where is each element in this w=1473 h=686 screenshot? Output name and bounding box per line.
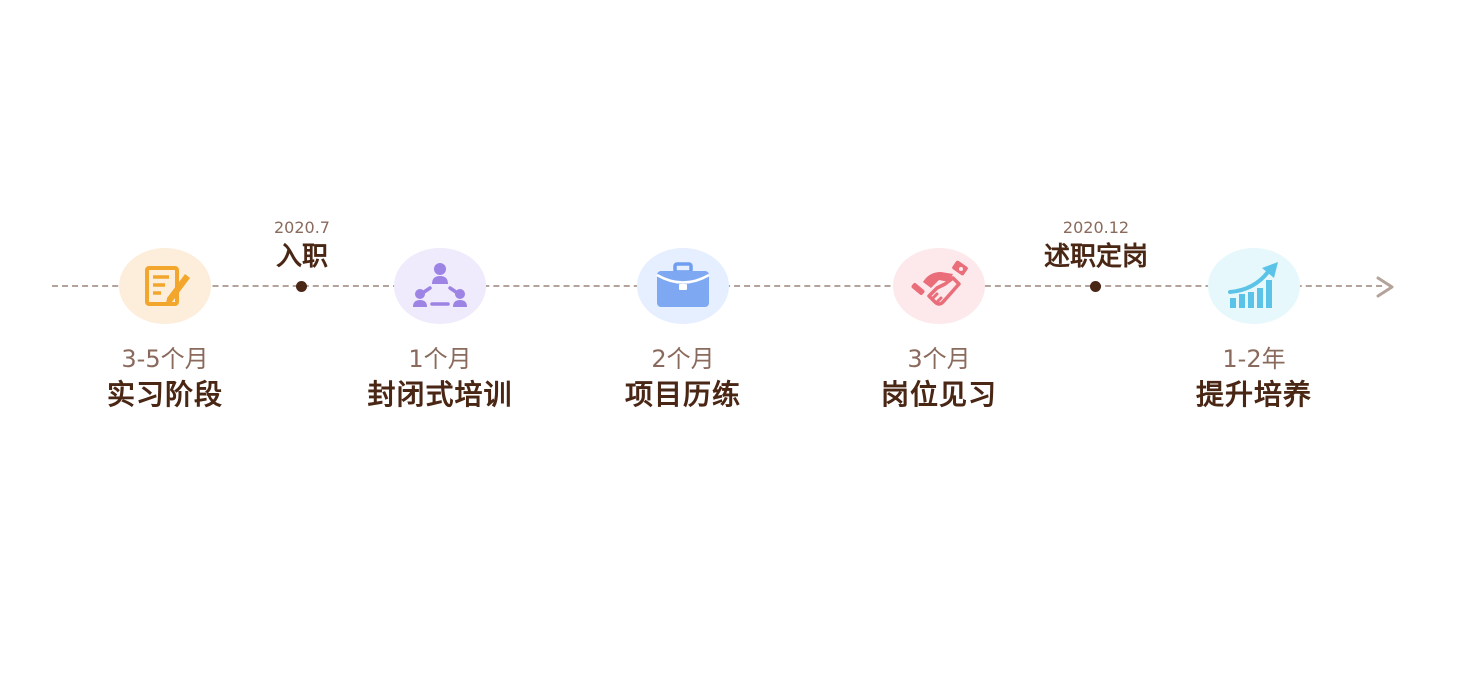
- milestone-label-onboarding: 入职: [275, 242, 328, 272]
- stage-title: 岗位见习: [880, 378, 997, 411]
- stage-icon-bg: [394, 248, 486, 324]
- growth-chart-icon: [1228, 262, 1278, 308]
- handshake-icon: [911, 260, 968, 306]
- stage-internship: 3-5个月 实习阶段: [45, 248, 285, 412]
- milestone-dot-onboarding: [296, 281, 307, 292]
- stage-icon-bg: [637, 248, 729, 324]
- stage-closed-training: 1个月 封闭式培训: [320, 248, 560, 412]
- stage-duration: 1个月: [408, 345, 472, 373]
- team-network-icon: [413, 263, 467, 307]
- stage-job-shadowing: 3个月 岗位见习: [819, 248, 1059, 412]
- stage-duration: 1-2年: [1222, 345, 1286, 373]
- briefcase-icon: [656, 262, 710, 307]
- stage-duration: 3-5个月: [121, 345, 209, 373]
- milestone-date-onboarding: 2020.7: [274, 218, 330, 237]
- edit-note-icon: [145, 266, 190, 306]
- stage-duration: 2个月: [651, 345, 715, 373]
- stage-project-practice: 2个月 项目历练: [563, 248, 803, 412]
- milestone-date-review: 2020.12: [1062, 218, 1130, 237]
- stage-duration: 3个月: [907, 345, 971, 373]
- stage-title: 封闭式培训: [367, 378, 513, 411]
- arrow-right-icon: [1376, 276, 1394, 298]
- stage-advancement: 1-2年 提升培养: [1134, 248, 1374, 412]
- stage-title: 实习阶段: [106, 378, 223, 411]
- stage-icon-bg: [1208, 248, 1300, 324]
- stage-title: 项目历练: [624, 378, 741, 411]
- milestone-label-review: 述职定岗: [1043, 242, 1148, 272]
- stage-icon-bg: [893, 248, 985, 324]
- stage-title: 提升培养: [1195, 378, 1312, 411]
- milestone-dot-review: [1090, 281, 1101, 292]
- stage-icon-bg: [119, 248, 211, 324]
